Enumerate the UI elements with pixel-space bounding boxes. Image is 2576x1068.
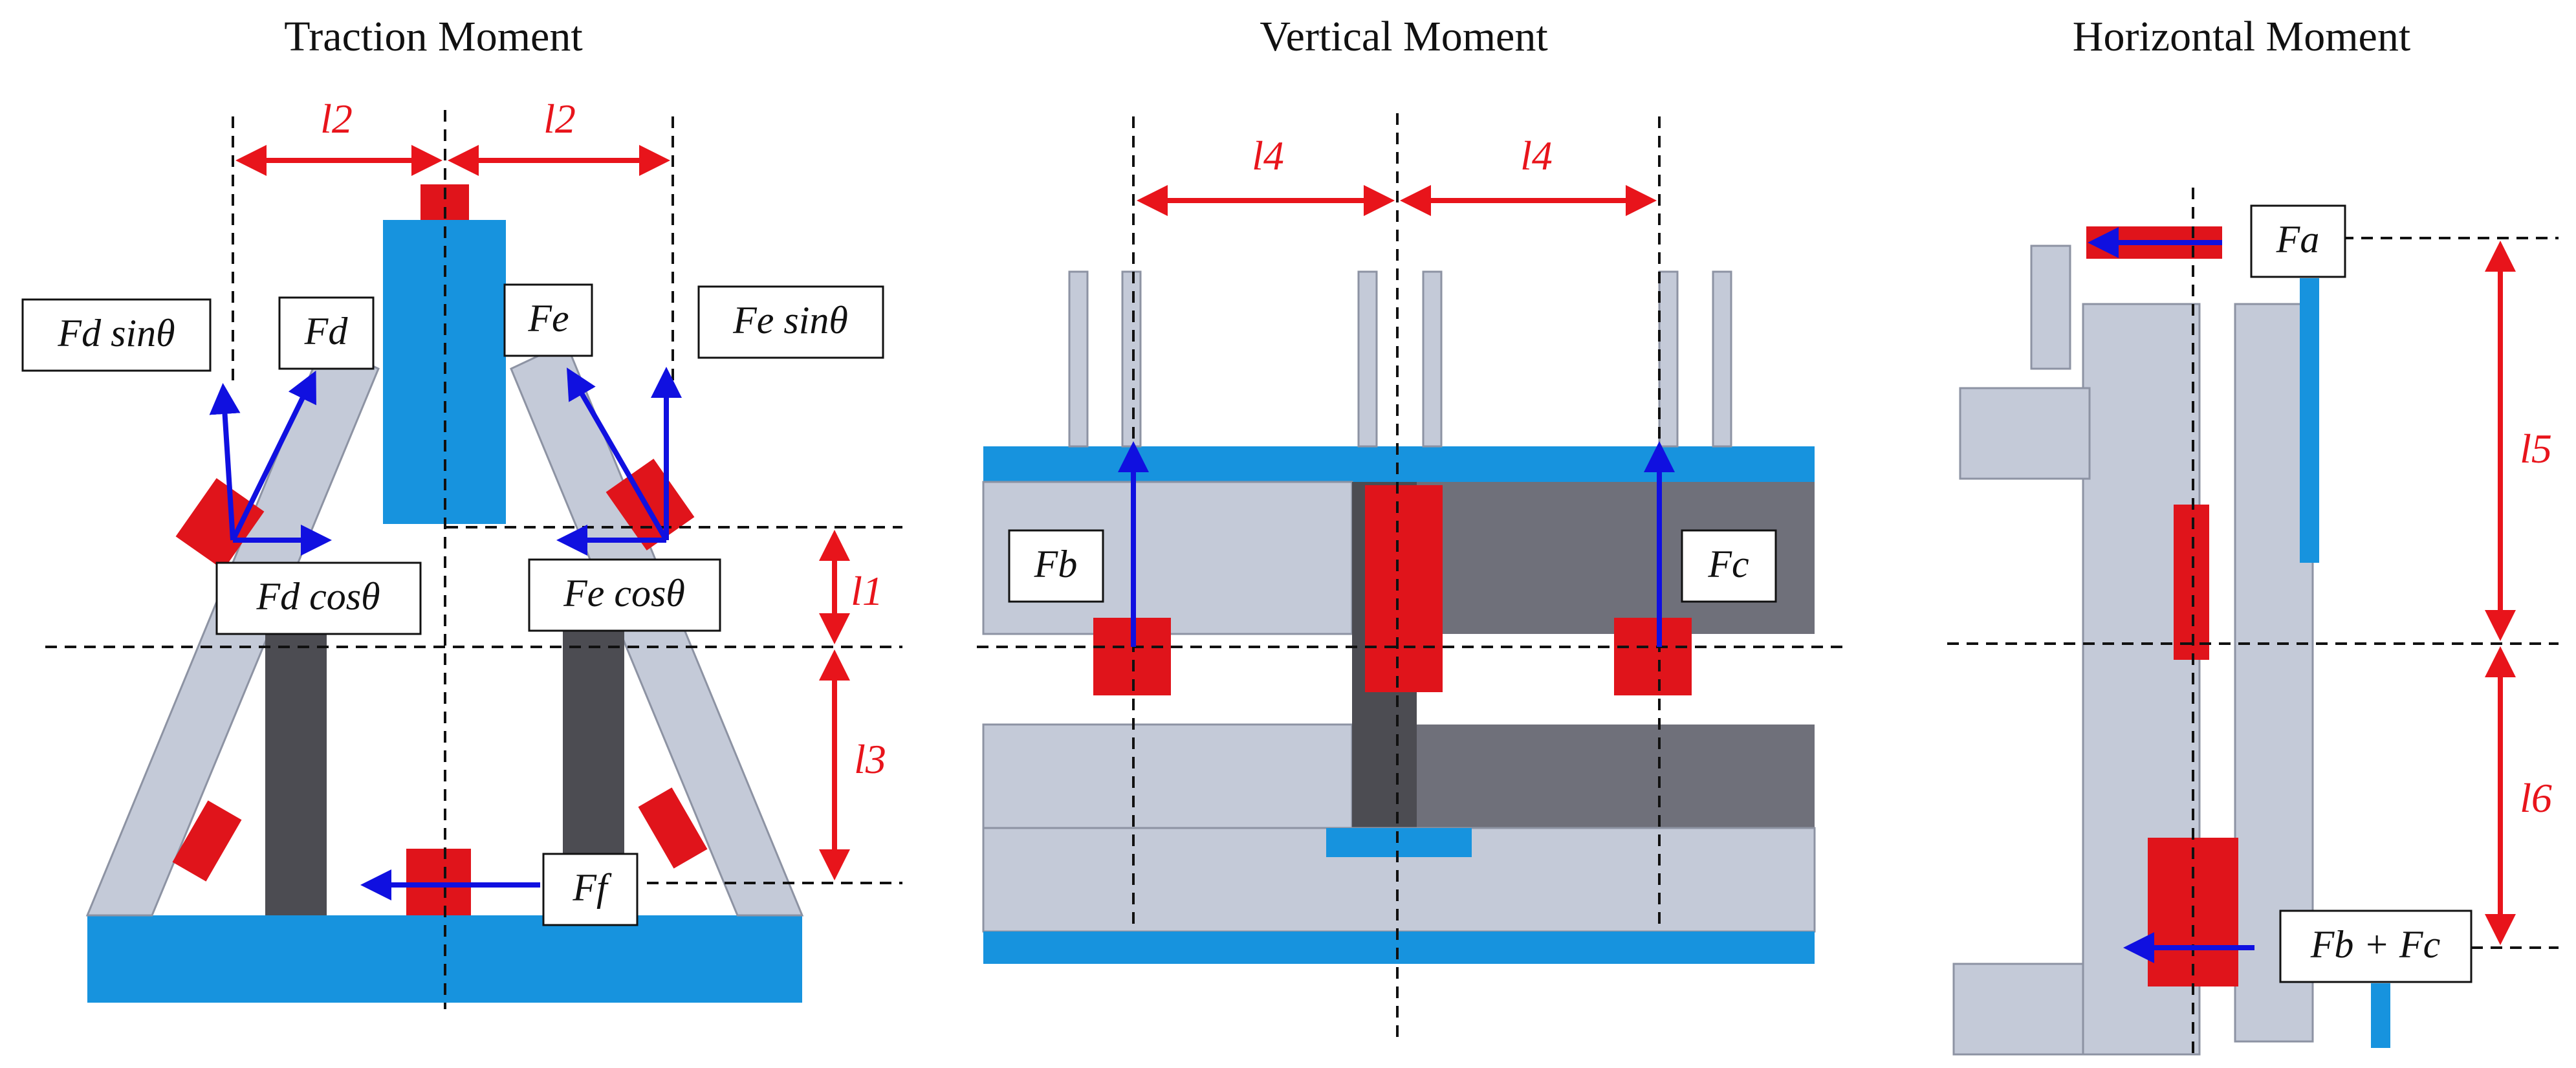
horizontal-title: Horizontal Moment bbox=[2073, 13, 2410, 60]
vertical-post-6 bbox=[1712, 270, 1732, 448]
vertical-panel: Vertical Moment bbox=[977, 13, 1850, 1041]
traction-l2-left-label: l2 bbox=[320, 96, 353, 142]
vertical-bottom-center-plate bbox=[1326, 828, 1472, 857]
vertical-post-3 bbox=[1357, 270, 1378, 448]
vertical-l4-left-label: l4 bbox=[1252, 133, 1284, 179]
vertical-fc-label: Fc bbox=[1707, 543, 1749, 585]
traction-lower-left-clamp bbox=[172, 800, 242, 882]
vertical-right-clamp bbox=[1614, 618, 1692, 695]
traction-l3-label: l3 bbox=[854, 736, 886, 782]
horizontal-l6-label: l6 bbox=[2520, 775, 2552, 821]
horizontal-left-tab bbox=[1959, 387, 2091, 480]
traction-fd-cos-box bbox=[215, 561, 422, 635]
traction-panel: Traction Moment bbox=[21, 13, 902, 1009]
traction-l1-label: l1 bbox=[851, 568, 883, 614]
traction-fe-box bbox=[503, 283, 593, 357]
vertical-l4-right-label: l4 bbox=[1520, 133, 1553, 179]
traction-left-post bbox=[265, 621, 327, 915]
vertical-bottom-plate bbox=[983, 932, 1815, 964]
traction-fd-sin-arrow bbox=[209, 383, 241, 541]
horizontal-bottom-tab bbox=[1952, 963, 2084, 1056]
vertical-fb-box bbox=[1008, 529, 1104, 603]
traction-right-clamp bbox=[606, 459, 695, 550]
traction-fe-sin-label: Fe sinθ bbox=[732, 299, 848, 342]
vertical-post-1 bbox=[1068, 270, 1089, 448]
vertical-lower-left-beam bbox=[982, 723, 1353, 829]
horizontal-right-plate bbox=[2300, 278, 2319, 563]
traction-fd-arrow bbox=[230, 370, 316, 541]
vertical-fb-label: Fb bbox=[1034, 543, 1078, 585]
horizontal-panel: Horizontal Moment l5 l6 Fa Fb + Fc bbox=[1947, 13, 2559, 1056]
traction-fd-sin-label: Fd sinθ bbox=[57, 312, 175, 354]
vertical-post-2 bbox=[1121, 270, 1142, 448]
horizontal-mid-clamp bbox=[2174, 505, 2209, 660]
horizontal-fbfc-box bbox=[2279, 910, 2472, 983]
traction-fd-box bbox=[278, 296, 375, 370]
traction-fe-cos-box bbox=[528, 558, 721, 632]
traction-left-clamp bbox=[175, 478, 265, 570]
vertical-top-plate bbox=[983, 446, 1815, 482]
horizontal-fa-label: Fa bbox=[2276, 218, 2320, 261]
horizontal-mechanism bbox=[1952, 226, 2390, 1056]
traction-fe-sin-box bbox=[697, 285, 884, 359]
traction-title: Traction Moment bbox=[284, 13, 582, 60]
traction-ff-label: Ff bbox=[572, 866, 612, 909]
traction-lower-right-clamp bbox=[638, 787, 708, 869]
traction-fe-cos-label: Fe cosθ bbox=[563, 572, 685, 615]
horizontal-bottom-plate bbox=[2371, 983, 2390, 1048]
horizontal-fa-box bbox=[2250, 204, 2346, 278]
vertical-post-4 bbox=[1422, 270, 1443, 448]
traction-fd-cos-label: Fd cosθ bbox=[256, 575, 380, 618]
horizontal-fbfc-label: Fb + Fc bbox=[2310, 923, 2440, 966]
traction-fd-label: Fd bbox=[304, 310, 349, 353]
traction-bottom-clamp bbox=[406, 849, 471, 915]
vertical-post-5 bbox=[1658, 270, 1679, 448]
horizontal-l5-label: l5 bbox=[2520, 426, 2552, 472]
traction-ff-box bbox=[542, 853, 639, 926]
vertical-title: Vertical Moment bbox=[1260, 13, 1547, 60]
traction-l2-right-label: l2 bbox=[543, 96, 576, 142]
vertical-lower-right-beam bbox=[1417, 725, 1815, 828]
traction-fe-arrow bbox=[567, 367, 669, 541]
vertical-center-clamp bbox=[1365, 485, 1443, 692]
horizontal-top-column bbox=[2030, 245, 2071, 370]
vertical-mechanism bbox=[982, 270, 1816, 964]
traction-fe-label: Fe bbox=[527, 297, 569, 340]
vertical-fc-box bbox=[1681, 529, 1777, 603]
traction-fd-sin-box bbox=[21, 298, 212, 372]
